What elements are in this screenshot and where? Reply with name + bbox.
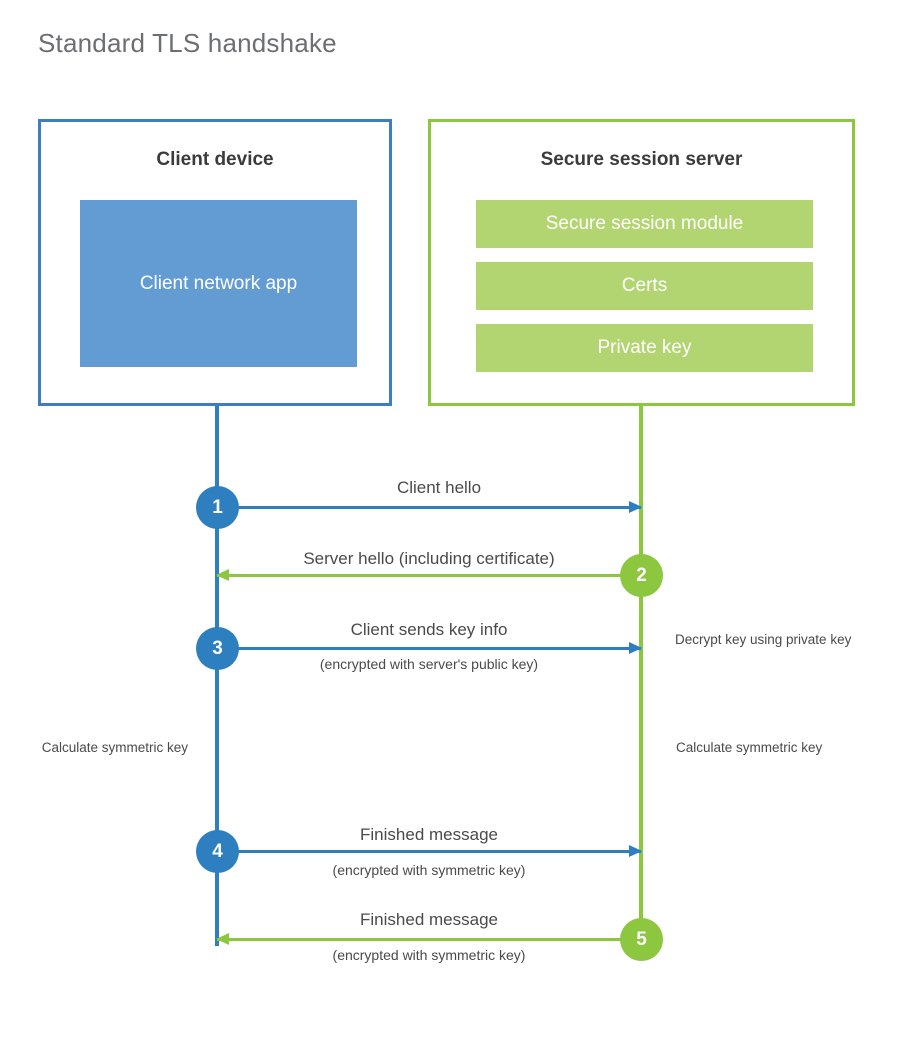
message-sublabel-step-4: (encrypted with symmetric key) — [332, 862, 526, 878]
server-lifeline — [639, 406, 643, 939]
arrow-head — [629, 845, 642, 857]
step-marker-1: 1 — [196, 486, 239, 529]
message-sublabel-step-5: (encrypted with symmetric key) — [332, 947, 526, 963]
message-label-step-1: Client hello — [396, 478, 482, 497]
step-marker-5: 5 — [620, 918, 663, 961]
server-component-secure-session-module: Secure session module — [476, 200, 813, 248]
arrow-shaft — [217, 938, 641, 941]
arrow-head — [629, 501, 642, 513]
server-component-private-key: Private key — [476, 324, 813, 372]
arrow-step-3 — [217, 642, 642, 654]
arrow-step-4 — [217, 845, 642, 857]
page-title: Standard TLS handshake — [38, 28, 337, 58]
secure-session-server-panel: Secure session server Secure session mod… — [428, 119, 855, 406]
secure-session-server-heading: Secure session server — [540, 149, 743, 170]
note-server-calculate-symmetric-key: Calculate symmetric key — [676, 740, 823, 755]
arrow-step-2 — [216, 569, 641, 581]
arrow-head — [216, 569, 229, 581]
server-component-list: Secure session module Certs Private key — [476, 200, 813, 372]
arrow-head — [216, 933, 229, 945]
client-network-app-box: Client network app — [80, 200, 357, 367]
arrow-shaft — [217, 574, 641, 577]
arrow-shaft — [217, 506, 641, 509]
message-sublabel-step-3: (encrypted with server's public key) — [319, 656, 539, 672]
server-component-certs: Certs — [476, 262, 813, 310]
arrow-head — [629, 642, 642, 654]
step-marker-4: 4 — [196, 830, 239, 873]
note-decrypt-key: Decrypt key using private key — [675, 632, 852, 647]
message-label-step-2: Server hello (including certificate) — [303, 549, 555, 568]
message-label-step-4: Finished message — [360, 825, 498, 844]
client-device-heading: Client device — [156, 149, 274, 170]
note-client-calculate-symmetric-key: Calculate symmetric key — [41, 740, 188, 755]
arrow-shaft — [217, 647, 641, 650]
message-label-step-5: Finished message — [360, 910, 498, 929]
client-device-panel: Client device Client network app — [38, 119, 392, 406]
arrow-step-5 — [216, 933, 641, 945]
arrow-step-1 — [217, 501, 642, 513]
client-lifeline — [215, 406, 219, 946]
step-marker-3: 3 — [196, 627, 239, 670]
message-label-step-3: Client sends key info — [350, 620, 508, 639]
arrow-shaft — [217, 850, 641, 853]
step-marker-2: 2 — [620, 554, 663, 597]
